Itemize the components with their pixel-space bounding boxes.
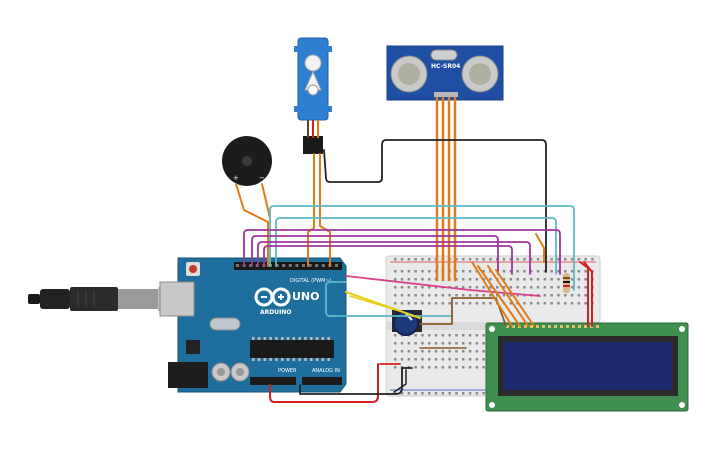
analog-header-label: ANALOG IN [312, 368, 340, 374]
lcd-display [485, 322, 689, 412]
sensor-model-label: HC-SR04 [431, 63, 460, 70]
resistor [563, 273, 570, 293]
brand-label: ARDUINO [260, 309, 291, 316]
power-header-label: POWER [278, 368, 297, 374]
wiring [235, 96, 593, 403]
svg-text:+: + [233, 174, 239, 182]
microcontroller-chip [252, 337, 330, 361]
usb-cable [28, 287, 178, 311]
svg-text:−: − [259, 174, 265, 182]
ultrasonic-sensor: HC-SR04 [386, 45, 504, 101]
board-name-label: UNO [292, 290, 320, 303]
servo-motor [294, 37, 332, 154]
arduino-logo [254, 287, 291, 307]
piezo-buzzer: + − [222, 136, 272, 186]
arduino-uno-board: UNO ARDUINO DIGITAL (PWM~) POWER ANALOG … [159, 257, 347, 393]
digital-header-label: DIGITAL (PWM~) [290, 278, 332, 284]
